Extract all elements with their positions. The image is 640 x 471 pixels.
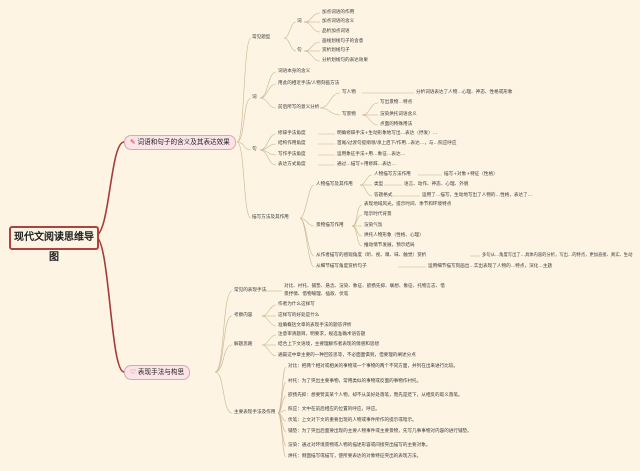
node[interactable]: 表现地域风光，提示时间、季节和环境特点 [364,202,452,207]
node[interactable]: 用此的相近手法/人物刻画方法 [278,81,340,86]
node[interactable]: 句 [297,48,302,53]
node[interactable]: 铺垫：为了突出后面要出现的主要人物事件或主要景物，先写几事事物对内容的进行铺垫。 [288,429,472,434]
node[interactable]: 词语本身的含义 [278,69,311,74]
node[interactable]: 伏笔：上文对下文的重要出现的人物或事件所作的提示或暗示。 [288,418,417,423]
branch-label: 表现手法与构思 [137,368,185,376]
node[interactable]: 暗示时代背景 [364,212,392,217]
node[interactable]: 通过…描写+用修辞…表达… [337,162,396,167]
node[interactable]: 词 [297,19,302,24]
node[interactable]: 作者为什么这样写 [278,302,315,307]
node[interactable]: 结构作用角度 [278,141,306,146]
node[interactable]: 类型 [374,182,384,187]
node[interactable]: 写出景物…特点 [380,100,413,105]
node[interactable]: 渲染：通过对环境景物或人物的描述形容或间接突出描写的主要对象。 [288,443,431,448]
heart-icon: ♡ [130,368,136,376]
node[interactable]: 照应：文中在前后相应的位置的呼应，呼应。 [288,407,380,412]
node[interactable]: 前后所写的意义分析 [278,105,320,110]
node[interactable]: 赏析划线句子 [322,48,350,53]
node[interactable]: 烘托人物形象（性格、心理） [364,233,424,238]
node[interactable]: 分析词语表达了人物…心理、神态、性格或形象 [416,90,513,95]
node[interactable]: 考察内容 [234,313,253,318]
node[interactable]: 描写+对象+特征（性格） [444,172,498,177]
node[interactable]: 画线划线句子的含意 [322,39,364,44]
node[interactable]: 写景物 [342,112,356,117]
node[interactable]: 欲扬先抑：想要赞美某个人物，却不从美好处落笔，而先是贬下，从相反的取义落笔。 [288,393,463,398]
node[interactable]: 句 [252,147,257,152]
node[interactable]: 人物描写及其作用 [316,182,353,187]
node[interactable]: 推动情节发展，预示结局 [364,243,415,248]
node[interactable]: 明确修辞手法+生动形象地写出…表达（抒发）… [337,131,438,136]
node[interactable]: 多句从…角度写出了…具体内容的分析，写出…的特点，更加直接、真实、生动 [482,253,633,258]
node[interactable]: 加点词语的作用 [322,10,355,15]
branch-words-sentences[interactable]: ✎词语和句子的含义及其表达效果 [124,135,236,150]
node[interactable]: 表达方式角度 [278,162,306,167]
node[interactable]: 分析划线句的表达效果 [322,58,368,63]
node[interactable]: 渲染气氛 [364,223,383,228]
node[interactable]: 这样写的好处是什么 [278,313,320,318]
node[interactable]: 对比：把两个相对或相关的事物或一个事物的两个不同方面，并列在出来进行比较。 [288,364,458,369]
node[interactable]: 加点词语的含义 [322,19,355,24]
node[interactable]: 描写方法及其作用 [252,215,289,220]
node[interactable]: 主要表现手法及作用 [234,410,276,415]
node[interactable]: 点面的特殊用法 [380,122,413,127]
node[interactable]: 解题思路 [234,342,253,347]
node[interactable]: 词 [252,95,257,100]
node[interactable]: 常见题型 [252,35,271,40]
map-title: 现代文阅读思维导图 [9,226,99,263]
node[interactable]: 景物描写作用 [316,223,344,228]
tools-icon: ✎ [130,138,136,146]
node[interactable]: 首尾/过渡句提纲领/承上启下/作用…表达…，与…照应呼应 [337,141,457,146]
node[interactable]: 从细节描写角度赏析句子 [316,264,367,269]
node[interactable]: 注意审清题目，明要求，规选准确术语答题 [278,332,366,337]
node[interactable]: 运用细节描写刻画出…实出表现了人物的…特点，深化…主题 [428,264,553,269]
node[interactable]: 衬托：为了突出主要事物，常用类似的事物或反面的事物作衬托。 [288,379,422,384]
node[interactable]: 常见的表现手法 [234,288,267,293]
branch-label: 词语和句子的含义及其表达效果 [137,138,230,146]
node[interactable]: 运用象征手法+用…象征…表达… [337,152,406,157]
node[interactable]: 人物描写方法作用 [374,172,411,177]
node[interactable]: 准确概括文章的表现手法的题答评析 [278,323,352,328]
node[interactable]: 从作者描写的感观角度（听、视、嗅、味、触觉）赏析 [316,253,427,258]
node[interactable]: 对比、衬托、铺垫、悬念、渲染、象征、欲扬先抑、联想、象征、托物言志、借 [284,284,445,289]
node[interactable]: 结合上下文语境，主要理解作者表现的情感和思想 [278,342,380,347]
node[interactable]: 景抒情、借物喻理、插叙、伏笔 [284,292,349,297]
node[interactable]: 通篇这中章主要的一种回答思等，不必面面俱到，但要理的阐述分点 [278,353,416,358]
node[interactable]: 修辞手法角度 [278,131,306,136]
node[interactable]: 烘托：侧面描写或描写，使所要表达的对象特征突出的表现方法。 [288,454,422,459]
node[interactable]: 渲染烘托词语含义 [380,112,417,117]
node[interactable]: 写人物 [342,90,356,95]
node[interactable]: 语言、动作、神态、心理、外貌 [404,182,469,187]
node[interactable]: 答题格式 [374,193,393,198]
branch-techniques[interactable]: ♡表现手法与构思 [124,365,191,380]
node[interactable]: 运用了…描写，生动地写出了人物的…性格，表达了… [422,193,533,198]
node[interactable]: 品析加点词语 [322,29,350,34]
node[interactable]: 写作手法角度 [278,152,306,157]
